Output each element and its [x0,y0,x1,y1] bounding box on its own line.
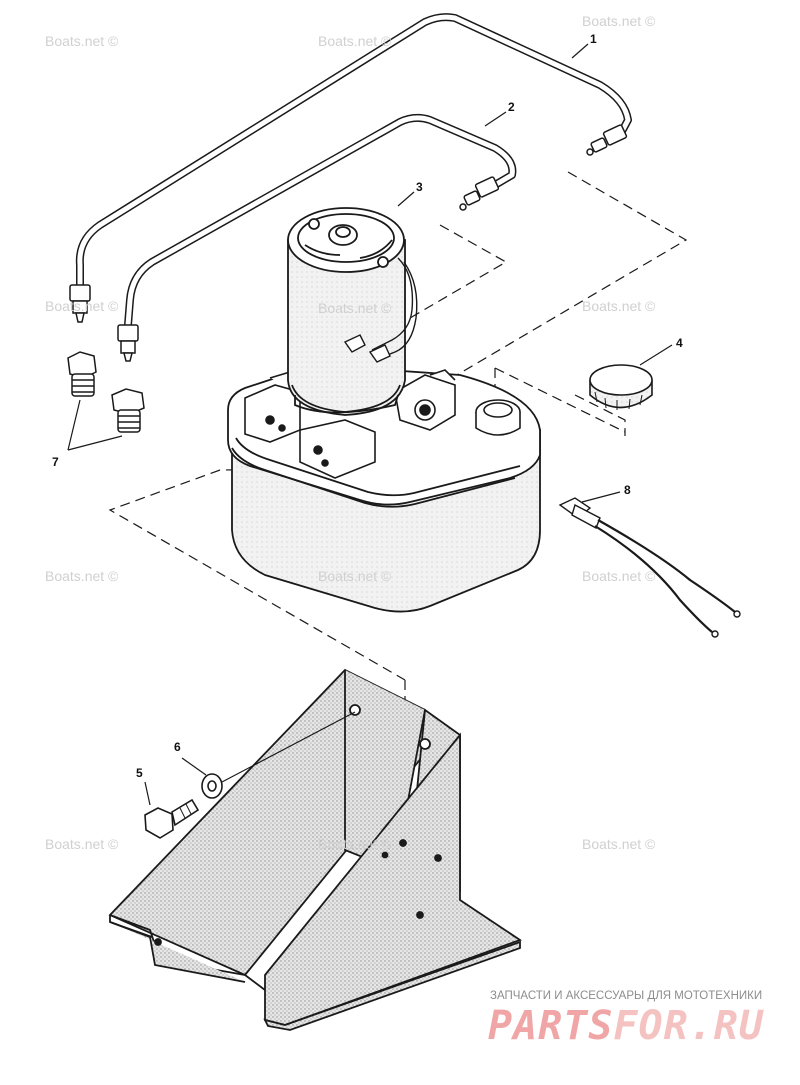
watermark: Boats.net © [45,33,119,49]
fitting-7a [67,351,97,397]
line-2-fitting-bottom [117,324,139,362]
callout-4: 4 [676,336,683,350]
watermark: Boats.net © [582,568,656,584]
callout-3: 3 [416,180,423,194]
lock-washer [201,773,223,799]
mounting-bracket [108,668,522,1031]
callout-6: 6 [174,740,181,754]
watermark: Boats.net © [582,13,656,29]
hydraulic-line-2 [124,113,517,329]
watermark: Boats.net © [45,298,119,314]
callout-7: 7 [52,455,59,469]
callout-8: 8 [624,483,631,497]
watermark: Boats.net © [45,568,119,584]
brand-tagline: ЗАПЧАСТИ И АКСЕССУАРЫ ДЛЯ МОТОТЕХНИКИ [490,990,763,1002]
watermark: Boats.net © [318,568,392,584]
callout-5: 5 [136,766,143,780]
callout-leaders [144,43,673,806]
fitting-7b [111,388,145,433]
mounting-bolt [144,798,200,839]
watermark: Boats.net © [582,298,656,314]
hydraulic-line-1 [75,13,632,289]
fitting-7-leader [67,399,123,451]
reservoir-cap [589,364,653,410]
brand-logo: PARTSFOR.RU [488,1003,764,1049]
watermark: Boats.net © [45,836,119,852]
brand-logo-part1: PARTS [488,1003,614,1049]
pump-reservoir [227,364,541,613]
callout-2: 2 [508,100,515,114]
line-2-fitting-top [459,176,500,211]
line-1-fitting-bottom [69,284,91,323]
line-1-fitting-top [586,124,628,156]
brand-logo-part2: FOR.RU [613,1003,764,1049]
reservoir-fill-neck [475,399,521,436]
pump-motor [287,207,406,416]
watermark: Boats.net © [318,300,392,316]
callout-1: 1 [590,32,597,46]
motor-leads [343,257,418,363]
bolt-guide-line [221,711,356,783]
temperature-sensor [558,497,741,638]
watermark: Boats.net © [318,836,392,852]
watermark: Boats.net © [582,836,656,852]
watermark: Boats.net © [318,33,392,49]
